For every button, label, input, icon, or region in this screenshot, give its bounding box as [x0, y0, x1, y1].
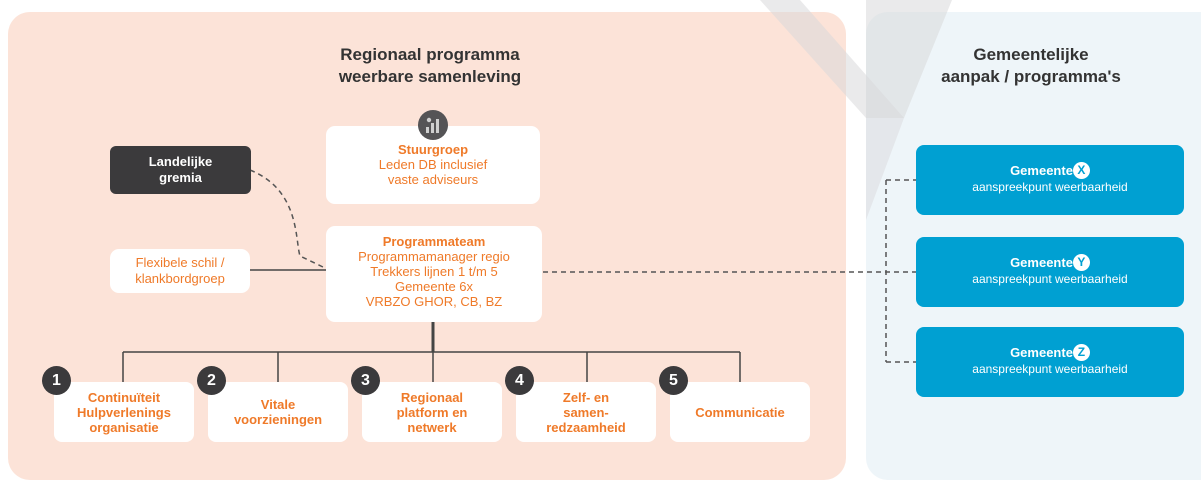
programmateam-line: Gemeente 6x	[394, 279, 474, 294]
line-2-label: voorzieningen	[233, 412, 323, 427]
line-number-badge: 5	[659, 366, 688, 395]
line-4-label: samen-	[563, 404, 609, 420]
gemeente-title: Gemeente	[1010, 345, 1073, 360]
programmateam-line: Programmamanager regio	[358, 249, 510, 264]
stuurgroep-line: Leden DB inclusief	[378, 157, 488, 172]
line-box-4: Zelf- en samen- redzaamheid	[516, 382, 656, 442]
gemeente-title: Gemeente	[1010, 163, 1073, 178]
line-3-label: platform en	[396, 404, 468, 420]
gemeente-subtitle: aanspreekpunt weerbaarheid	[972, 180, 1128, 194]
municipal-title-line2: aanpak / programma's	[941, 67, 1121, 86]
line-5-label: Communicatie	[695, 404, 785, 420]
programmateam-box: Programmateam Programmamanager regio Tre…	[326, 226, 542, 322]
regional-title-line2: weerbare samenleving	[338, 67, 522, 86]
stuurgroep-title: Stuurgroep	[397, 142, 469, 157]
municipal-title: Gemeentelijke aanpak / programma's	[896, 44, 1166, 88]
line-3-label: netwerk	[407, 419, 457, 435]
gemeente-subtitle: aanspreekpunt weerbaarheid	[972, 362, 1128, 376]
landelijke-line2: gremia	[159, 170, 202, 185]
municipal-title-line1: Gemeentelijke	[973, 45, 1089, 64]
gemeente-subtitle: aanspreekpunt weerbaarheid	[972, 272, 1128, 286]
stuurgroep-line: vaste adviseurs	[387, 172, 479, 187]
line-box-5: Communicatie	[670, 382, 810, 442]
line-box-3: Regionaal platform en netwerk	[362, 382, 502, 442]
line-2-label: Vitale	[260, 397, 296, 412]
programmateam-line: VRBZO GHOR, CB, BZ	[365, 294, 503, 309]
line-number-badge: 3	[351, 366, 380, 395]
line-box-1: Continuïteit Hulpverlenings organisatie	[54, 382, 194, 442]
flexibele-line2: klankbordgroep	[135, 271, 225, 286]
line-4-label: redzaamheid	[546, 419, 626, 435]
landelijke-gremia-box: Landelijke gremia	[110, 146, 251, 194]
line-box-2: Vitale voorzieningen	[208, 382, 348, 442]
gemeente-badge: Y	[1072, 254, 1090, 271]
line-1-label: organisatie	[89, 419, 159, 435]
gemeente-badge: Z	[1072, 344, 1090, 361]
programmateam-title: Programmateam	[382, 234, 486, 249]
line-4-label: Zelf- en	[562, 389, 610, 405]
regional-title: Regionaal programma weerbare samenleving	[300, 44, 560, 88]
regional-title-line1: Regionaal programma	[340, 45, 520, 64]
org-chart-icon	[418, 110, 448, 140]
flexibele-schil-box: Flexibele schil / klankbordgroep	[110, 249, 250, 293]
programmateam-line: Trekkers lijnen 1 t/m 5	[370, 264, 498, 279]
line-number-badge: 4	[505, 366, 534, 395]
gemeente-title: Gemeente	[1010, 255, 1073, 270]
flexibele-line1: Flexibele schil /	[135, 255, 225, 270]
line-1-label: Hulpverlenings	[77, 404, 171, 420]
landelijke-line1: Landelijke	[148, 154, 213, 169]
line-3-label: Regionaal	[400, 389, 464, 405]
line-1-label: Continuïteit	[87, 389, 161, 405]
line-number-badge: 1	[42, 366, 71, 395]
line-number-badge: 2	[197, 366, 226, 395]
gemeente-badge: X	[1072, 162, 1090, 179]
